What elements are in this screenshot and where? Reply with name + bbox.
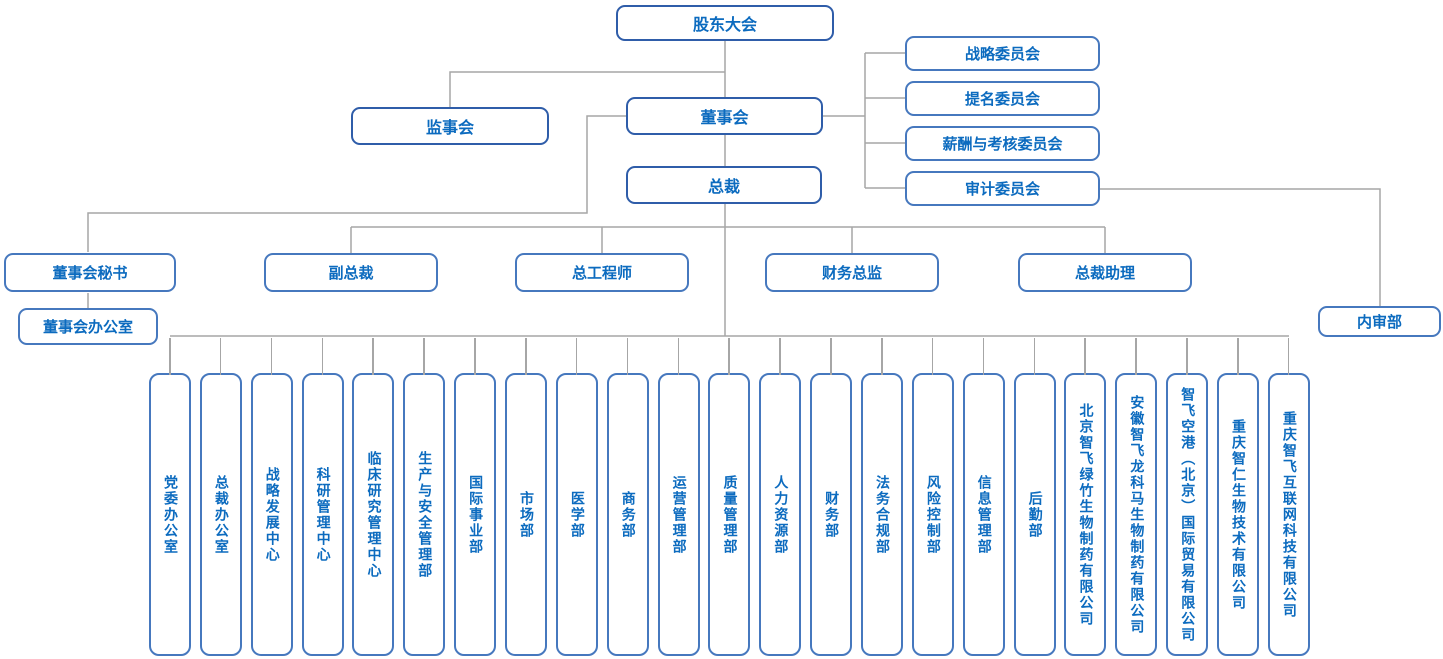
dept-box: 人力资源部 xyxy=(759,338,802,656)
node-label: 股东大会 xyxy=(692,15,757,34)
dept-label: 法务合规部 xyxy=(874,474,891,555)
dept-box: 信息管理部 xyxy=(962,338,1005,656)
node-internal-audit-dept: 内审部 xyxy=(1318,306,1441,337)
node-label: 副总裁 xyxy=(328,264,374,282)
dept-box: 商务部 xyxy=(606,338,649,656)
node-label: 总工程师 xyxy=(571,264,632,282)
dept-label: 智飞空港（北京）国际贸易有限公司 xyxy=(1179,386,1196,643)
dept-label: 安徽智飞龙科马生物制药有限公司 xyxy=(1128,394,1145,635)
dept-label: 人力资源部 xyxy=(772,474,789,555)
dept-box: 生产与安全管理部 xyxy=(403,338,446,656)
dept-box: 运营管理部 xyxy=(657,338,700,656)
dept-label: 北京智飞绿竹生物制药有限公司 xyxy=(1077,402,1094,627)
dept-label: 党委办公室 xyxy=(162,474,178,555)
node-label: 总裁 xyxy=(707,177,740,196)
dept-box: 战略发展中心 xyxy=(250,338,293,656)
dept-label: 战略发展中心 xyxy=(263,466,280,563)
node-label: 董事会办公室 xyxy=(42,318,133,336)
dept-label: 财务部 xyxy=(823,490,840,539)
dept-box: 临床研究管理中心 xyxy=(352,338,395,656)
dept-label: 生产与安全管理部 xyxy=(416,450,433,579)
node-president-assistant: 总裁助理 xyxy=(1018,253,1192,292)
node-label: 监事会 xyxy=(425,118,474,137)
node-label: 董事会 xyxy=(700,108,749,127)
node-label: 战略委员会 xyxy=(964,45,1040,63)
node-label: 提名委员会 xyxy=(964,90,1040,108)
node-label: 内审部 xyxy=(1356,313,1402,331)
departments-row: 党委办公室 总裁办公室 战略发展中心 科研管理中心 临床研究管理中心 生产与安全… xyxy=(149,338,1310,656)
dept-box: 市场部 xyxy=(505,338,548,656)
dept-box: 党委办公室 xyxy=(149,338,191,656)
dept-box: 总裁办公室 xyxy=(199,338,242,656)
dept-box: 重庆智飞互联网科技有限公司 xyxy=(1267,338,1310,656)
node-strategy-committee: 战略委员会 xyxy=(905,36,1100,71)
node-chief-engineer: 总工程师 xyxy=(515,253,689,292)
dept-label: 信息管理部 xyxy=(975,474,992,555)
node-cfo: 财务总监 xyxy=(765,253,939,292)
node-board-secretary: 董事会秘书 xyxy=(4,253,176,292)
dept-label: 重庆智仁生物技术有限公司 xyxy=(1230,418,1247,611)
node-remuneration-appraisal-committee: 薪酬与考核委员会 xyxy=(905,126,1100,161)
dept-box: 法务合规部 xyxy=(861,338,904,656)
node-label: 财务总监 xyxy=(821,264,882,282)
dept-box: 医学部 xyxy=(555,338,598,656)
dept-box: 财务部 xyxy=(810,338,853,656)
dept-label: 国际事业部 xyxy=(467,474,484,555)
dept-label: 运营管理部 xyxy=(670,474,687,555)
dept-label: 商务部 xyxy=(619,490,636,539)
node-nomination-committee: 提名委员会 xyxy=(905,81,1100,116)
dept-label: 市场部 xyxy=(518,490,535,539)
dept-label: 后勤部 xyxy=(1026,490,1043,539)
node-label: 薪酬与考核委员会 xyxy=(942,135,1063,153)
dept-label: 风险控制部 xyxy=(924,474,941,555)
dept-box: 后勤部 xyxy=(1013,338,1056,656)
dept-box: 质量管理部 xyxy=(708,338,751,656)
dept-label: 总裁办公室 xyxy=(212,474,229,555)
node-label: 董事会秘书 xyxy=(52,264,128,282)
node-board-of-directors: 董事会 xyxy=(626,97,823,135)
node-shareholders-meeting: 股东大会 xyxy=(616,5,834,41)
node-vice-president: 副总裁 xyxy=(264,253,438,292)
node-audit-committee: 审计委员会 xyxy=(905,171,1100,206)
dept-box: 重庆智仁生物技术有限公司 xyxy=(1217,338,1260,656)
dept-label: 临床研究管理中心 xyxy=(365,450,382,579)
node-supervisory-board: 监事会 xyxy=(351,107,549,145)
dept-label: 医学部 xyxy=(568,490,585,539)
dept-box: 风险控制部 xyxy=(911,338,954,656)
node-label: 审计委员会 xyxy=(964,180,1040,198)
dept-box: 智飞空港（北京）国际贸易有限公司 xyxy=(1166,338,1209,656)
node-president: 总裁 xyxy=(626,166,822,204)
dept-box: 国际事业部 xyxy=(454,338,497,656)
node-label: 总裁助理 xyxy=(1074,264,1135,282)
dept-label: 科研管理中心 xyxy=(314,466,331,563)
dept-box: 北京智飞绿竹生物制药有限公司 xyxy=(1064,338,1107,656)
dept-label: 重庆智飞互联网科技有限公司 xyxy=(1280,410,1297,619)
dept-box: 科研管理中心 xyxy=(301,338,344,656)
dept-box: 安徽智飞龙科马生物制药有限公司 xyxy=(1115,338,1158,656)
node-board-office: 董事会办公室 xyxy=(18,308,158,345)
dept-label: 质量管理部 xyxy=(721,474,738,555)
